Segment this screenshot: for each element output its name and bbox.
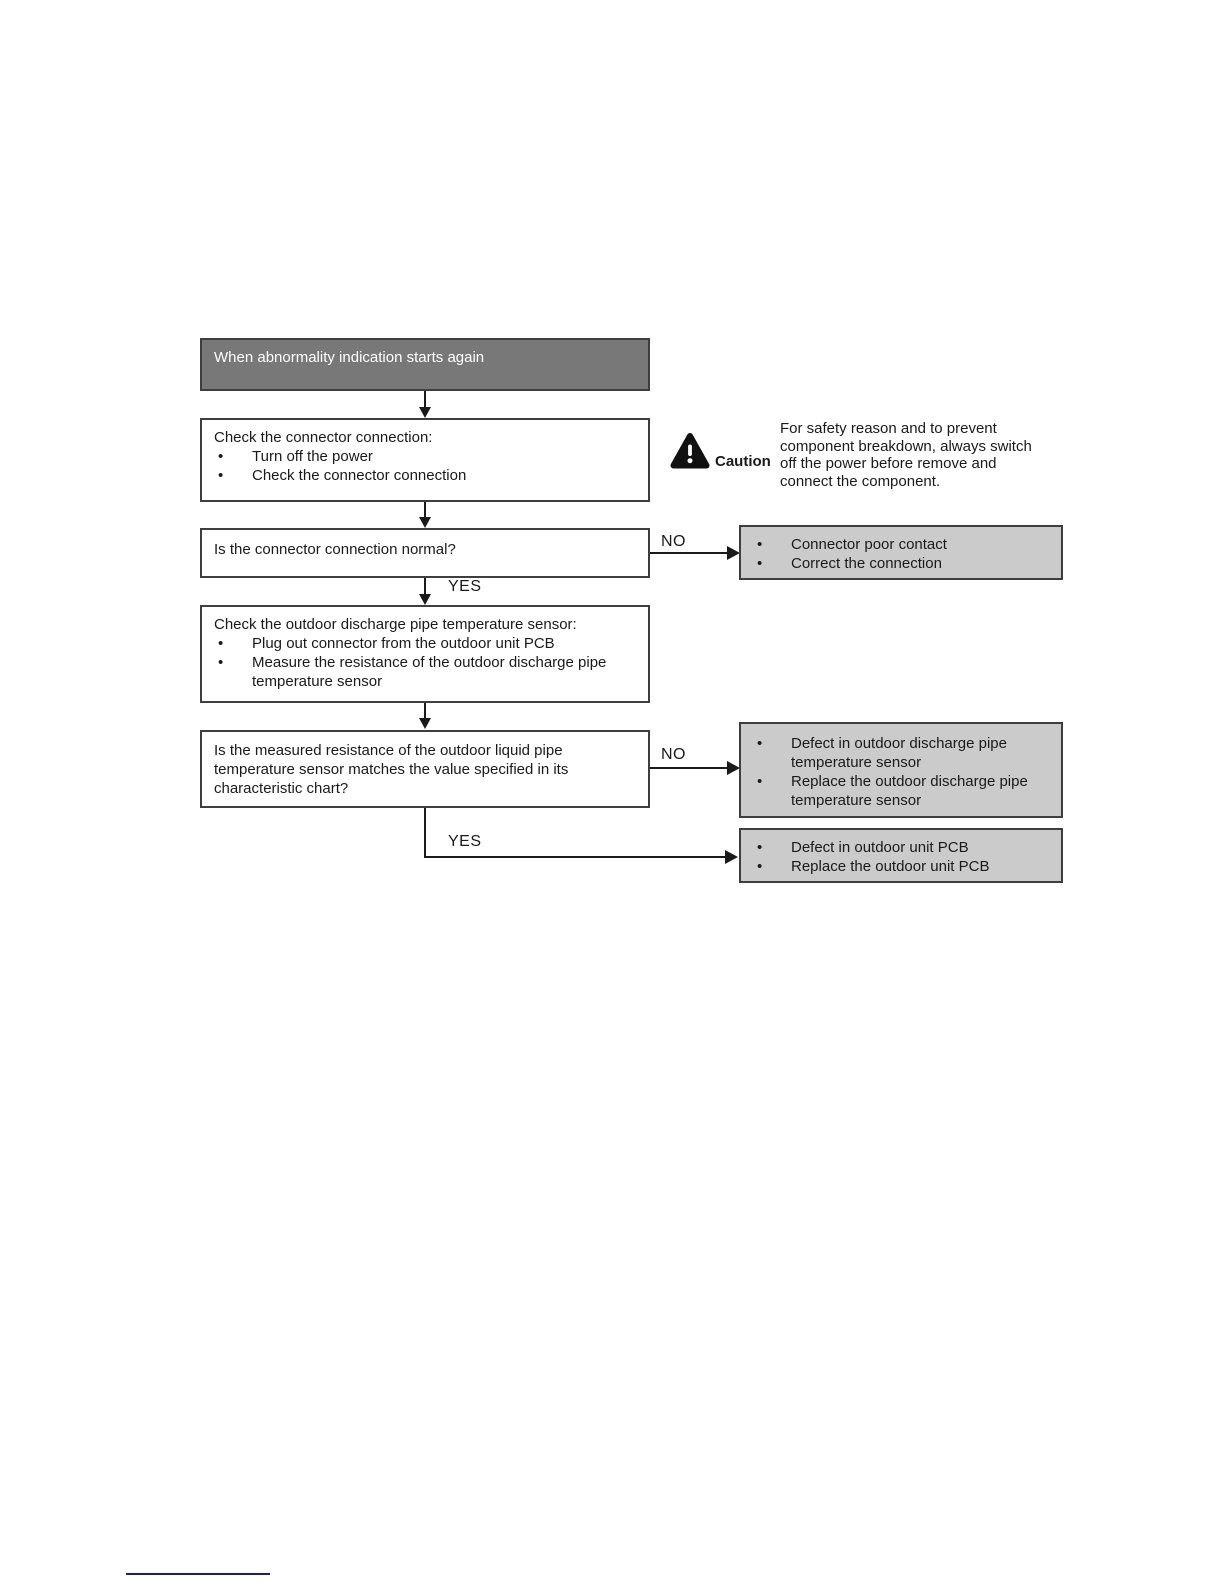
arrow-q1-no-line [650, 552, 728, 554]
arrow-step2-q2-head [419, 718, 431, 729]
arrow-q2-no-line [650, 767, 728, 769]
arrow-step1-q1-line [424, 502, 426, 518]
bullet-dot [214, 653, 252, 672]
caution-line-4: connect the component. [780, 472, 941, 490]
q2-yes-label: YES [448, 833, 482, 850]
arrow-q2-yes-hline [424, 856, 726, 858]
arrow-q1-yes-line [424, 578, 426, 595]
bullet-dot [753, 554, 791, 573]
start-box: When abnormality indication starts again [200, 338, 650, 391]
caution-line-3: off the power before remove and [780, 455, 997, 472]
step1-title: Check the connector connection: [214, 429, 433, 446]
arrow-q1-no-head [727, 546, 740, 560]
result-pcb-bullet-1: Defect in outdoor unit PCB [791, 839, 969, 856]
step1-box: Check the connector connection: Turn off… [200, 418, 650, 502]
footer-rule [126, 1573, 270, 1575]
start-label: When abnormality indication starts again [214, 349, 485, 366]
bullet-dot [753, 838, 791, 857]
question2-box: Is the measured resistance of the outdoo… [200, 730, 650, 808]
list-item: Measure the resistance of the outdoor di… [214, 653, 636, 691]
caution-label: Caution [715, 453, 771, 470]
list-item: Plug out connector from the outdoor unit… [214, 634, 636, 653]
arrow-q2-yes-vline [424, 808, 426, 858]
step2-box: Check the outdoor discharge pipe tempera… [200, 605, 650, 703]
question2-text: Is the measured resistance of the outdoo… [214, 742, 569, 797]
step1-bullet-2: Check the connector connection [252, 467, 467, 484]
list-item: Defect in outdoor unit PCB [753, 838, 1049, 857]
result-connector-box: Connector poor contact Correct the conne… [739, 525, 1063, 580]
result-sensor-bullet-1: Defect in outdoor discharge pipe tempera… [791, 735, 1007, 771]
step2-bullet-1: Plug out connector from the outdoor unit… [252, 635, 555, 652]
question1-text: Is the connector connection normal? [214, 541, 456, 558]
step2-bullet-2: Measure the resistance of the outdoor di… [252, 654, 607, 690]
q2-no-label: NO [661, 746, 686, 763]
q1-yes-label: YES [448, 578, 482, 595]
result-connector-bullet-2: Correct the connection [791, 555, 942, 572]
caution-line-2: component breakdown, always switch [780, 437, 1032, 455]
list-item: Connector poor contact [753, 535, 1049, 554]
bullet-dot [214, 466, 252, 485]
bullet-dot [214, 634, 252, 653]
arrow-start-step1-head [419, 407, 431, 418]
list-item: Replace the outdoor discharge pipe tempe… [753, 772, 1049, 810]
caution-block: Caution [670, 431, 771, 471]
result-sensor-box: Defect in outdoor discharge pipe tempera… [739, 722, 1063, 818]
arrow-q2-yes-head [725, 850, 738, 864]
bullet-dot [214, 447, 252, 466]
step1-bullet-1: Turn off the power [252, 448, 373, 465]
q1-no-label: NO [661, 533, 686, 550]
question1-box: Is the connector connection normal? [200, 528, 650, 578]
arrow-step2-q2-line [424, 703, 426, 719]
caution-warning-icon [670, 433, 710, 469]
arrow-q1-yes-head [419, 594, 431, 605]
bullet-dot [753, 734, 791, 753]
result-sensor-bullet-2: Replace the outdoor discharge pipe tempe… [791, 773, 1028, 809]
result-pcb-box: Defect in outdoor unit PCB Replace the o… [739, 828, 1063, 883]
caution-text: For safety reason and to prevent compone… [780, 420, 1060, 490]
result-pcb-bullet-2: Replace the outdoor unit PCB [791, 858, 990, 875]
list-item: Turn off the power [214, 447, 636, 466]
arrow-start-step1-line [424, 391, 426, 408]
list-item: Replace the outdoor unit PCB [753, 857, 1049, 876]
list-item: Check the connector connection [214, 466, 636, 485]
result-connector-bullet-1: Connector poor contact [791, 536, 947, 553]
list-item: Defect in outdoor discharge pipe tempera… [753, 734, 1049, 772]
bullet-dot [753, 772, 791, 791]
bullet-dot [753, 857, 791, 876]
list-item: Correct the connection [753, 554, 1049, 573]
arrow-step1-q1-head [419, 517, 431, 528]
arrow-q2-no-head [727, 761, 740, 775]
caution-line-1: For safety reason and to prevent [780, 420, 997, 437]
bullet-dot [753, 535, 791, 554]
step2-title: Check the outdoor discharge pipe tempera… [214, 616, 577, 633]
